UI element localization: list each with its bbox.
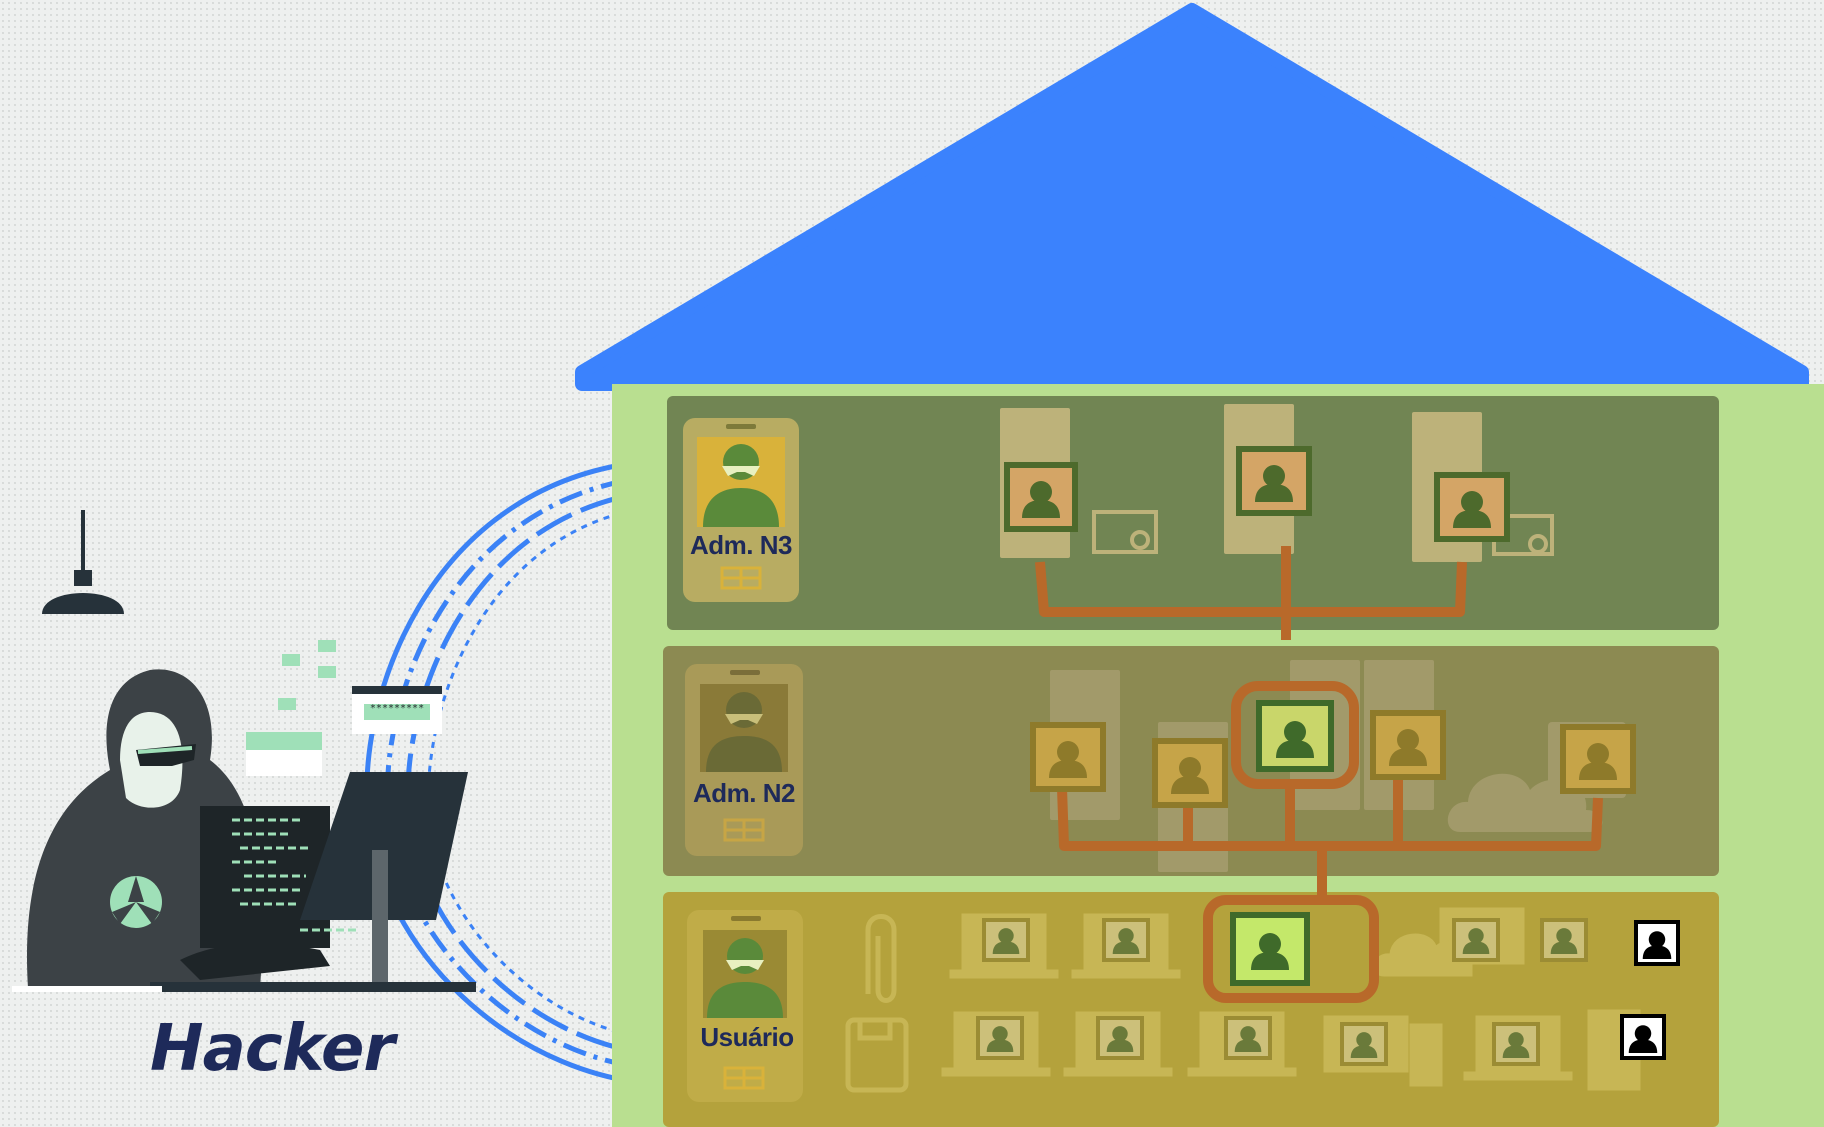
user-avatar-icon [1004, 462, 1078, 532]
user-avatar-icon-highlighted [1231, 681, 1359, 789]
user-avatar-icon [1434, 472, 1510, 542]
password-field-icon [352, 686, 442, 734]
connector-n2 [1057, 778, 1603, 900]
form-card-icon [246, 732, 322, 776]
user-avatar-icon [1030, 722, 1106, 792]
user-avatar-icon [1152, 738, 1228, 808]
user-avatar-icon [1540, 918, 1588, 962]
password-mask: ********* [369, 703, 425, 714]
user-avatar-icon [1370, 710, 1446, 780]
certificate-icon [1092, 510, 1158, 554]
connector-n3-n2 [1035, 546, 1467, 640]
user-avatar-icon [1102, 918, 1150, 962]
user-avatar-icon [1224, 1016, 1272, 1060]
hacker-label: Hacker [150, 1012, 395, 1086]
user-avatar-icon [1492, 1022, 1540, 1066]
user-avatar-icon [1096, 1016, 1144, 1060]
server-group-n3 [1000, 404, 1554, 562]
hanging-lamp-icon [42, 510, 124, 614]
chip-icon [720, 566, 762, 590]
user-avatar-group-n2 [1030, 681, 1636, 808]
tier-label-n3: Adm. N3 [690, 530, 792, 560]
id-badge-n2 [685, 664, 803, 856]
monitor-icon [12, 772, 476, 992]
user-avatar-icon [1560, 724, 1636, 794]
chip-icon [723, 1066, 765, 1090]
id-badge-user [687, 910, 803, 1102]
floppy-disk-icon [845, 1017, 909, 1093]
user-avatar-icon-highlighted [1230, 912, 1310, 986]
house-roof [575, 3, 1809, 391]
user-avatar-group-user [976, 912, 1680, 1066]
tier-label-n2: Adm. N2 [693, 778, 795, 808]
user-avatar-icon [1452, 918, 1500, 962]
user-avatar-icon [1340, 1022, 1388, 1066]
user-avatar-icon-external [1634, 920, 1680, 966]
chip-icon [723, 818, 765, 842]
server-icon [1409, 1023, 1443, 1087]
floating-ui-bits [278, 640, 336, 710]
id-badge-n3 [683, 418, 799, 602]
user-avatar-icon [1236, 446, 1312, 516]
paperclip-icon [865, 914, 897, 1003]
user-avatar-icon-external [1620, 1014, 1666, 1060]
user-avatar-icon [982, 918, 1030, 962]
tier-panel-n3 [667, 396, 1719, 630]
user-avatar-icon [976, 1016, 1024, 1060]
connector-user [1203, 895, 1379, 1003]
tier-label-user: Usuário [700, 1022, 794, 1052]
